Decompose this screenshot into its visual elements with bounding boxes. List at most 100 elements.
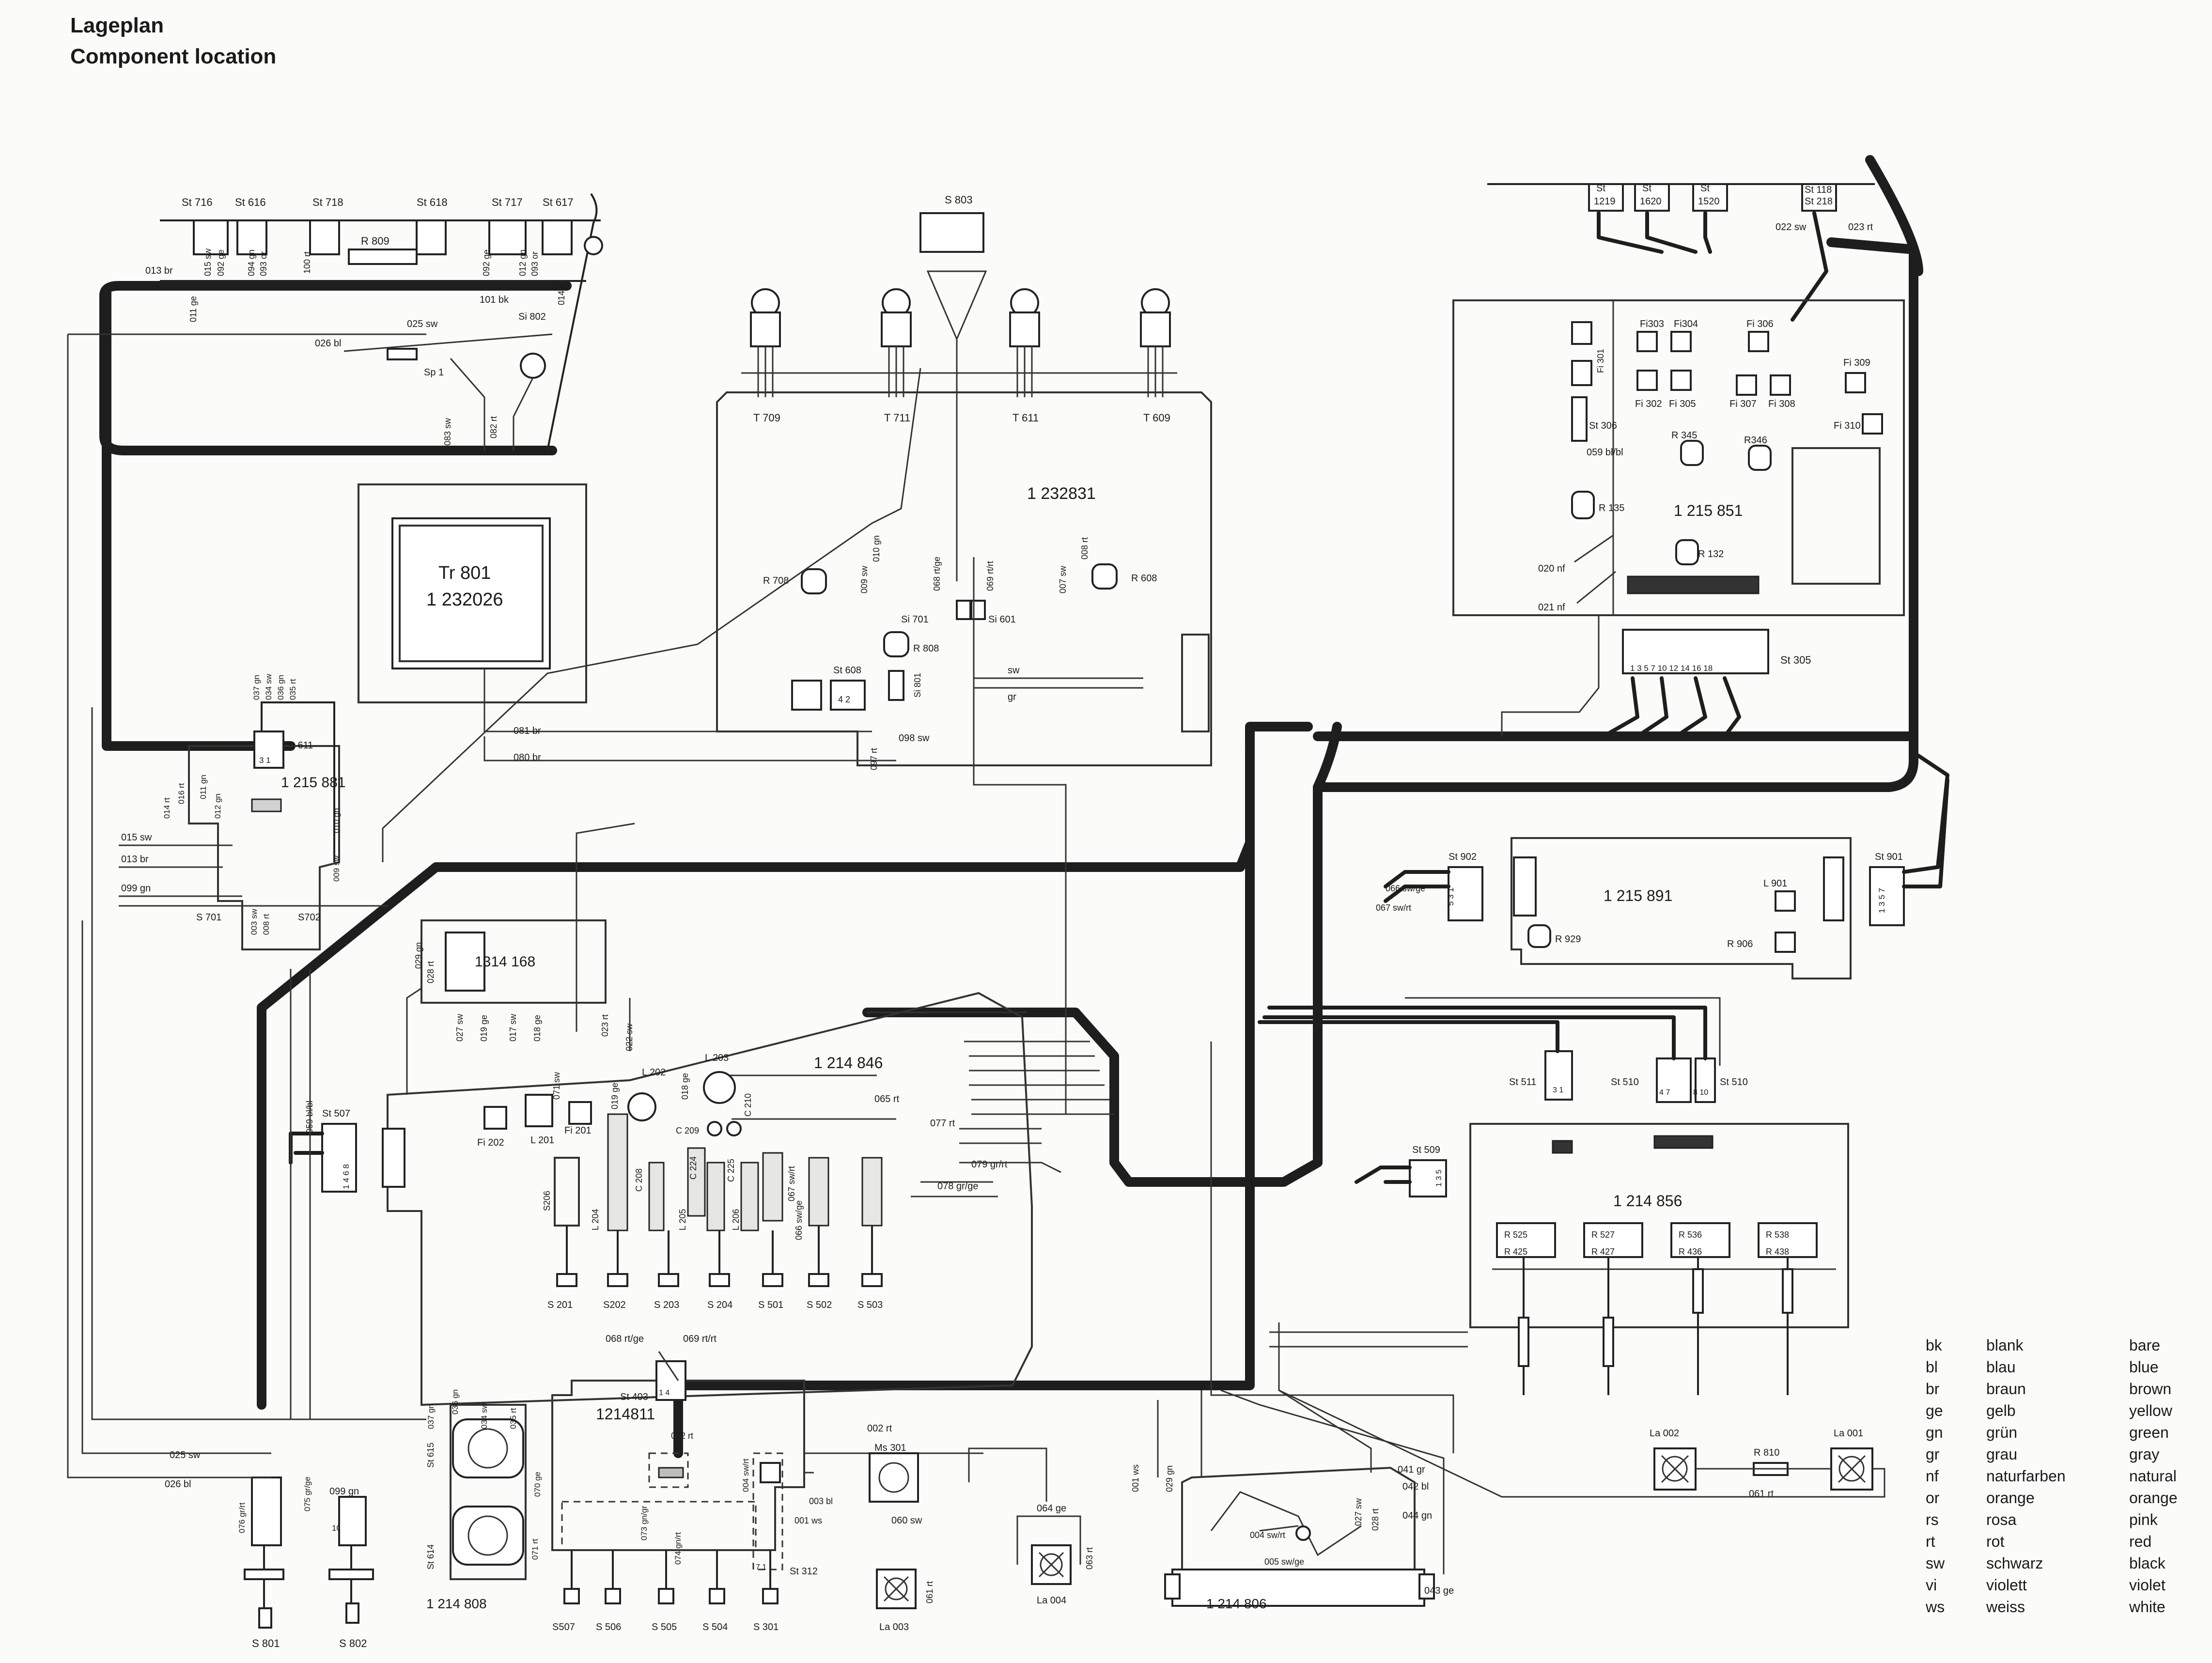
label-w010gn: 010 gn	[332, 808, 341, 833]
label-r906: R 906	[1727, 939, 1753, 949]
label-w021nf: 021 nf	[1538, 602, 1565, 613]
terminal-icon	[584, 236, 603, 255]
label-w018ge: 018 ge	[532, 1015, 542, 1041]
st507-connector: St 507 1 4 6 8 059 bl/bl	[289, 1101, 405, 1193]
label-input-board: 1214811	[596, 1405, 655, 1423]
l201-coil	[525, 1094, 553, 1127]
r809-resistor: R 809	[348, 235, 418, 265]
label-w070ge: 070 ge	[533, 1472, 542, 1497]
bottom-left-switches: 025 sw 026 bl 076 gr/rt 075 gr/ge 099 gn…	[81, 920, 374, 1649]
label-fi305: Fi 305	[1669, 399, 1696, 409]
label-w019ge: 019 ge	[479, 1015, 489, 1041]
st617-connector: St 617	[542, 196, 574, 255]
label-r436: R 436	[1679, 1247, 1702, 1257]
label-w068rtge2: 068 rt/ge	[606, 1334, 644, 1344]
label-fi309: Fi 309	[1843, 357, 1870, 368]
label-w078grge: 078 gr/ge	[937, 1181, 979, 1192]
label-fi304: Fi304	[1674, 319, 1698, 329]
label-w020nf: 020 nf	[1538, 563, 1565, 574]
fuse-si802-icon	[520, 353, 546, 379]
title-english: Component location	[70, 45, 277, 68]
label-w080br: 080 br	[514, 752, 541, 763]
label-st618: St 618	[417, 196, 448, 208]
label-w063rt: 063 rt	[1085, 1547, 1094, 1570]
r132-resistor	[1675, 539, 1699, 565]
label-c209: C 209	[676, 1126, 699, 1135]
st902-connector: St 902 5 3 1	[1384, 852, 1483, 921]
label-fi306: Fi 306	[1746, 319, 1774, 329]
label-if-board: 1 215 891	[1604, 887, 1672, 904]
r346-resistor	[1748, 445, 1772, 471]
label-w029gn2: 029 gn	[1165, 1465, 1174, 1492]
label-w074gnrt: 074 gn/rt	[673, 1532, 683, 1565]
label-w003sw: 003 sw	[249, 908, 259, 935]
label-w069rtrt2: 069 rt/rt	[683, 1334, 717, 1344]
label-st507: St 507	[322, 1108, 350, 1119]
label-w066swge2: 066 sw/ge	[794, 1200, 804, 1240]
label-st615: St 615	[426, 1443, 436, 1468]
label-w034sw: 034 sw	[264, 673, 273, 700]
label-t611: T 611	[1013, 412, 1039, 424]
label-transformer-number: 1 232026	[426, 590, 503, 610]
label-w071sw: 071 sw	[552, 1072, 561, 1100]
din-board-1214808: St 615 St 614 1 214 808 037 gn 036 gn 03…	[426, 1389, 527, 1611]
label-fi303: Fi303	[1640, 319, 1664, 329]
label-r708: R 708	[763, 575, 789, 586]
label-w015sw: 015 sw	[121, 832, 152, 843]
l901-coil	[1775, 890, 1796, 912]
label-w005swge: 005 sw/ge	[1264, 1557, 1304, 1567]
label-st902-pins: 5 3 1	[1446, 887, 1455, 906]
main-harness-bus	[99, 155, 1923, 1458]
label-st403-pins: 1 4	[659, 1389, 670, 1397]
st616-connector: St 616	[235, 196, 267, 255]
label-w036gn: 036 gn	[276, 675, 285, 700]
label-r427: R 427	[1591, 1247, 1615, 1257]
label-w015sw: 015 sw	[203, 248, 213, 276]
label-l901: L 901	[1763, 878, 1787, 889]
st718-connector: St 718	[309, 196, 343, 255]
label-w028rt2: 028 rt	[1371, 1508, 1380, 1531]
label-w012gn: 012 gn	[213, 793, 222, 819]
input-board-1214811: 1214811 St 403 1 4 068 rt/ge 069 rt/rt 0…	[530, 1334, 983, 1632]
label-st312: St 312	[790, 1566, 818, 1577]
label-w079grrt: 079 gr/rt	[971, 1159, 1008, 1170]
label-st617: St 617	[543, 196, 574, 208]
label-w101bk: 101 bk	[480, 295, 509, 305]
label-st614: St 614	[426, 1544, 436, 1570]
label-fi302: Fi 302	[1635, 399, 1662, 409]
label-r346: R346	[1744, 435, 1767, 446]
label-s701: S 701	[196, 912, 221, 923]
label-w098sw: 098 sw	[899, 733, 930, 744]
if-board-1215891: 1 215 891 L 901 R 929 R 906 St 902 5 3 1…	[1376, 754, 1949, 979]
label-w037gn2: 037 gn	[426, 1404, 436, 1429]
label-w060sw: 060 sw	[891, 1515, 922, 1526]
transistor-t711: T 711	[881, 288, 912, 424]
label-r536: R 536	[1679, 1230, 1702, 1240]
label-s506: S 506	[596, 1622, 621, 1632]
label-din-board: 1 214 808	[426, 1596, 487, 1611]
label-w100rt: 100 rt	[302, 251, 312, 274]
st305-connector: St 305 1 3 5 7 10 12 14 16 18	[1602, 629, 1811, 738]
meter-ms301-icon	[869, 1452, 919, 1503]
label-meter-board: 1 214 806	[1206, 1596, 1267, 1611]
label-c210: C 210	[743, 1093, 753, 1117]
c210-capacitor	[726, 1121, 742, 1136]
label-w069rtrt: 069 rt/rt	[985, 561, 995, 591]
label-w034sw2: 034 sw	[480, 1402, 489, 1429]
r808-resistor	[883, 631, 909, 657]
label-l202: L 202	[642, 1067, 666, 1078]
transistor-t611: T 611	[1009, 288, 1040, 424]
sw-board-1215881: 1 215 881 St 611 3 1 037 gn 034 sw 036 g…	[119, 673, 388, 950]
label-w072rt: 072 rt	[671, 1431, 693, 1441]
label-w068rtge: 068 rt/ge	[932, 557, 942, 591]
label-st511-pins: 3 1	[1553, 1086, 1563, 1094]
label-w010gn: 010 gn	[872, 535, 881, 562]
label-w097rt: 097 rt	[869, 748, 879, 770]
st611-connector: St 611 3 1	[253, 701, 335, 862]
label-c208: C 208	[634, 1168, 644, 1192]
transistor-t709: T 709	[750, 288, 781, 424]
label-s202: S202	[603, 1300, 626, 1310]
